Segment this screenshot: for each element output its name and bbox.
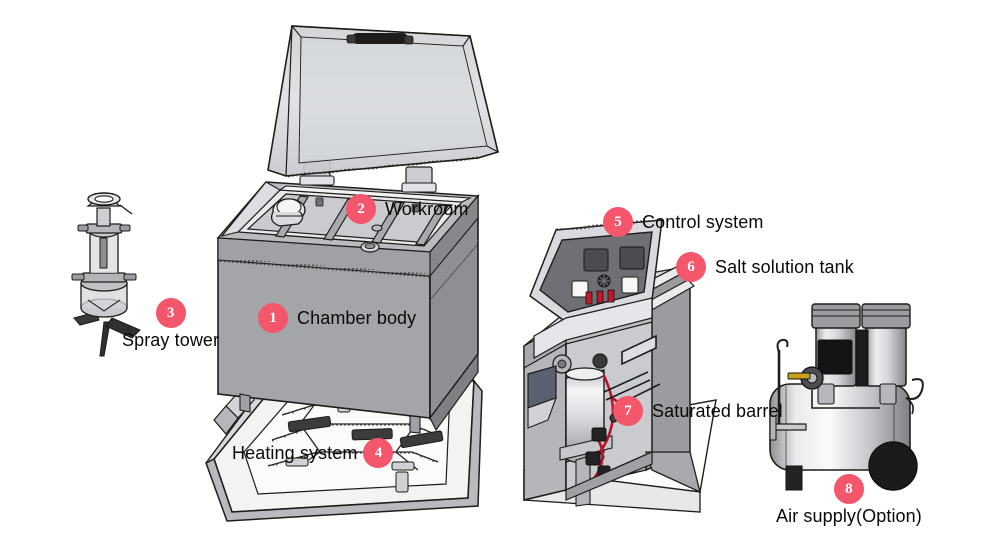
callout-saturated-barrel[interactable]: 7 Saturated barrel [613, 396, 783, 426]
callout-spray-tower[interactable]: 3 Spray tower [122, 298, 219, 351]
callout-heating-system[interactable]: Heating system 4 [232, 438, 394, 468]
callout-label-heating-system: Heating system [232, 442, 358, 463]
callout-label-control-system: Control system [642, 211, 764, 232]
callout-badge-7: 7 [613, 396, 643, 426]
callout-label-saturated-barrel: Saturated barrel [652, 400, 783, 421]
callout-label-salt-solution-tank: Salt solution tank [715, 256, 854, 277]
callout-control-system[interactable]: 5 Control system [603, 207, 763, 237]
callout-chamber-body[interactable]: 1 Chamber body [258, 303, 416, 333]
callout-workroom[interactable]: 2 Workroom [346, 194, 468, 224]
callout-badge-2: 2 [346, 194, 376, 224]
spray-tower-illustration [71, 192, 141, 357]
control-cabinet-illustration [522, 218, 717, 513]
chamber-body-illustration [216, 25, 499, 434]
callout-air-supply[interactable]: 8 Air supply(Option) [776, 474, 922, 527]
callout-badge-8: 8 [833, 474, 864, 504]
callout-label-spray-tower: Spray tower [122, 330, 220, 350]
callout-badge-5: 5 [603, 207, 633, 237]
callout-salt-solution-tank[interactable]: 6 Salt solution tank [676, 252, 854, 282]
callout-badge-3: 3 [155, 298, 186, 328]
callout-badge-6: 6 [676, 252, 706, 282]
callout-label-air-supply: Air supply(Option) [776, 506, 922, 526]
callout-badge-4: 4 [363, 438, 394, 468]
callout-label-workroom: Workroom [385, 198, 469, 219]
callout-label-chamber-body: Chamber body [297, 307, 417, 328]
callout-badge-1: 1 [258, 303, 288, 333]
air-supply-illustration [769, 303, 924, 491]
